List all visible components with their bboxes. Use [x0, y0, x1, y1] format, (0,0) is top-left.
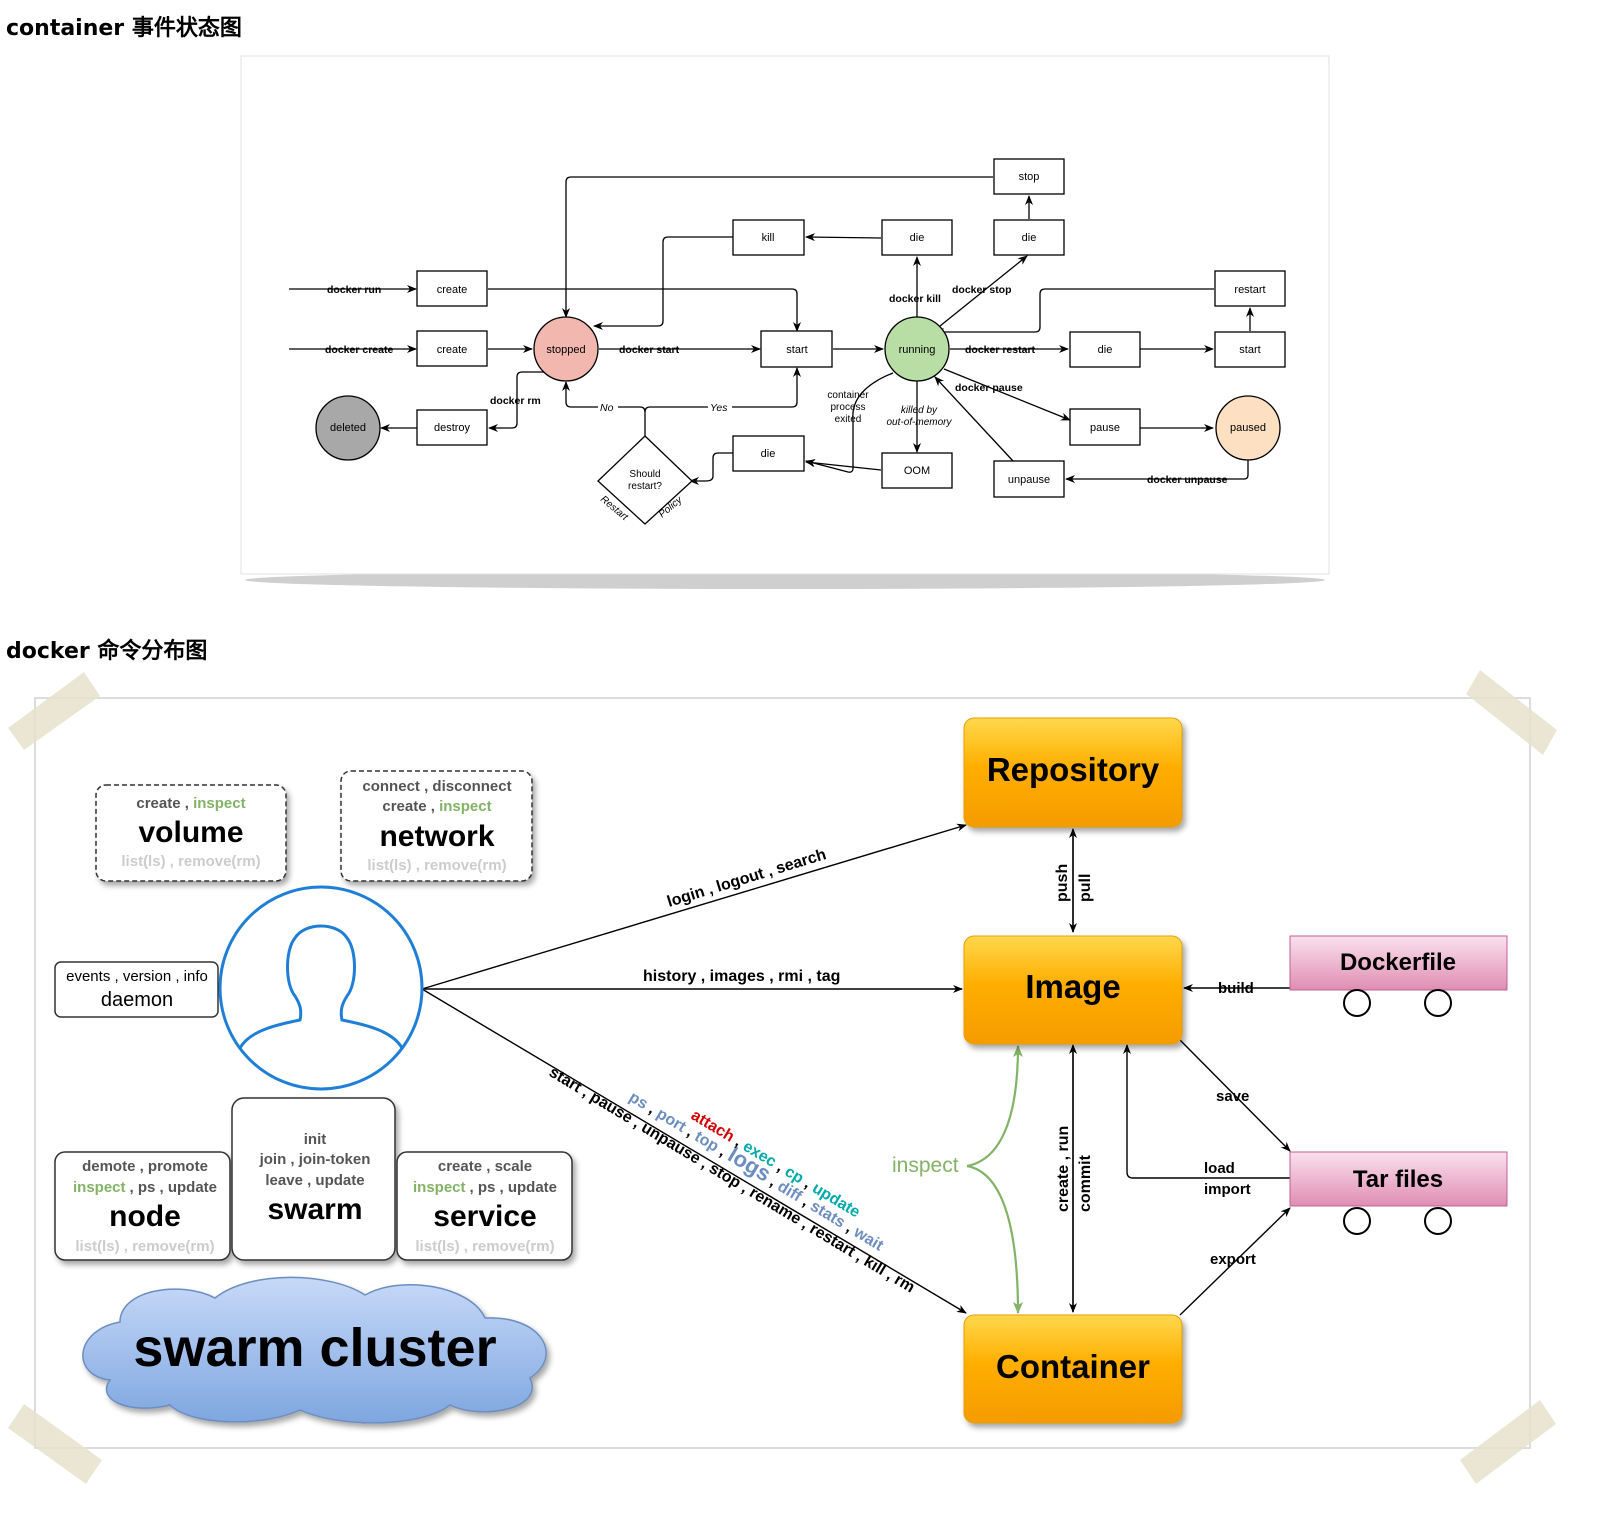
swarm-line-2: join , join-token [259, 1151, 371, 1168]
label-docker-kill: docker kill [889, 293, 941, 305]
label-docker-start: docker start [619, 344, 680, 356]
swarm-line-1: init [304, 1131, 327, 1148]
export-label: export [1210, 1251, 1256, 1268]
network-create: create [382, 798, 426, 815]
state-stop: stop [1019, 171, 1040, 183]
daemon-title: daemon [101, 989, 173, 1011]
state-restart: restart [1234, 284, 1265, 296]
label-docker-create: docker create [325, 344, 393, 356]
push-label: push [1054, 864, 1071, 902]
state-deleted: deleted [330, 422, 366, 434]
volume-inspect: inspect [193, 795, 246, 812]
node-top1: demote , promote [82, 1158, 208, 1175]
command-diagram: Repository Image Container Dockerfile Ta… [8, 670, 1557, 1484]
volume-title: volume [138, 816, 243, 849]
state-destroy: destroy [434, 422, 471, 434]
process-exited-1: container [827, 390, 869, 401]
network-inspect: inspect [439, 798, 492, 815]
state-paused: paused [1230, 422, 1266, 434]
svg-text:inspect, ps , update: inspect, ps , update [413, 1179, 557, 1196]
save-label: save [1216, 1088, 1249, 1105]
service-list: list(ls) , remove(rm) [415, 1238, 554, 1255]
repository-box-title: Repository [987, 751, 1160, 788]
state-die-2: die [1022, 232, 1037, 244]
state-kill: kill [762, 232, 775, 244]
svg-text:create , inspect: create , inspect [136, 795, 245, 812]
container-box-title: Container [996, 1348, 1150, 1385]
service-title: service [433, 1200, 536, 1233]
state-oom: OOM [904, 465, 930, 477]
label-yes: Yes [710, 402, 728, 414]
svg-text:create , inspect: create , inspect [382, 798, 491, 815]
state-stopped: stopped [546, 344, 585, 356]
build-label: build [1218, 980, 1254, 997]
volume-list: list(ls) , remove(rm) [121, 853, 260, 870]
process-exited-2: process [830, 402, 865, 413]
swarm-cluster-label: swarm cluster [133, 1318, 496, 1378]
state-start: start [786, 344, 807, 356]
state-start-2: start [1239, 344, 1260, 356]
network-connect: connect , disconnect [362, 778, 511, 795]
node-ps: , ps , update [130, 1179, 218, 1196]
service-top1: create , scale [438, 1158, 532, 1175]
node-list: list(ls) , remove(rm) [75, 1238, 214, 1255]
tar-files-title: Tar files [1353, 1166, 1443, 1193]
label-docker-pause: docker pause [955, 382, 1023, 394]
should-restart-2: restart? [628, 481, 662, 492]
network-list: list(ls) , remove(rm) [367, 857, 506, 874]
swarm-line-3: leave , update [265, 1172, 364, 1189]
label-docker-run: docker run [327, 284, 381, 296]
create-run-label: create , run [1055, 1126, 1072, 1212]
state-die-4: die [761, 448, 776, 460]
label-docker-restart: docker restart [965, 344, 1036, 356]
state-die-3: die [1098, 344, 1113, 356]
state-diagram: create create stopped start running kill… [240, 55, 1330, 589]
label-docker-stop: docker stop [952, 284, 1012, 296]
command-diagram-title: docker 命令分布图 [6, 639, 208, 664]
label-docker-unpause: docker unpause [1147, 474, 1228, 486]
commit-label: commit [1077, 1154, 1094, 1212]
pull-label: pull [1077, 874, 1094, 902]
import-label: import [1204, 1181, 1251, 1198]
label-no: No [600, 402, 614, 414]
network-title: network [379, 820, 494, 853]
service-inspect: inspect [413, 1179, 466, 1196]
history-line: history , images , rmi , tag [643, 968, 840, 985]
inspect-label: inspect [892, 1154, 959, 1177]
out-of-memory: out-of-memory [886, 417, 952, 428]
node-title: node [109, 1200, 181, 1233]
killed-by: killed by [901, 405, 938, 416]
state-pause: pause [1090, 422, 1120, 434]
swarm-title: swarm [267, 1193, 362, 1226]
daemon-top: events , version , info [66, 968, 208, 985]
image-box-title: Image [1025, 968, 1120, 1005]
state-running: running [899, 344, 936, 356]
swarm-cluster-cloud [82, 1276, 547, 1424]
service-ps: , ps , update [470, 1179, 558, 1196]
state-diagram-title: container 事件状态图 [6, 16, 242, 41]
label-docker-rm: docker rm [490, 395, 541, 407]
node-inspect: inspect [73, 1179, 126, 1196]
state-create-1: create [437, 284, 468, 296]
load-label: load [1204, 1160, 1235, 1177]
state-create-2: create [437, 344, 468, 356]
state-die-1: die [910, 232, 925, 244]
svg-text:inspect, ps , update: inspect, ps , update [73, 1179, 217, 1196]
volume-create: create [136, 795, 180, 812]
process-exited-3: exited [835, 414, 862, 425]
state-unpause: unpause [1008, 474, 1050, 486]
user-avatar [218, 885, 424, 1091]
dockerfile-title: Dockerfile [1340, 949, 1456, 976]
should-restart-1: Should [629, 469, 660, 480]
